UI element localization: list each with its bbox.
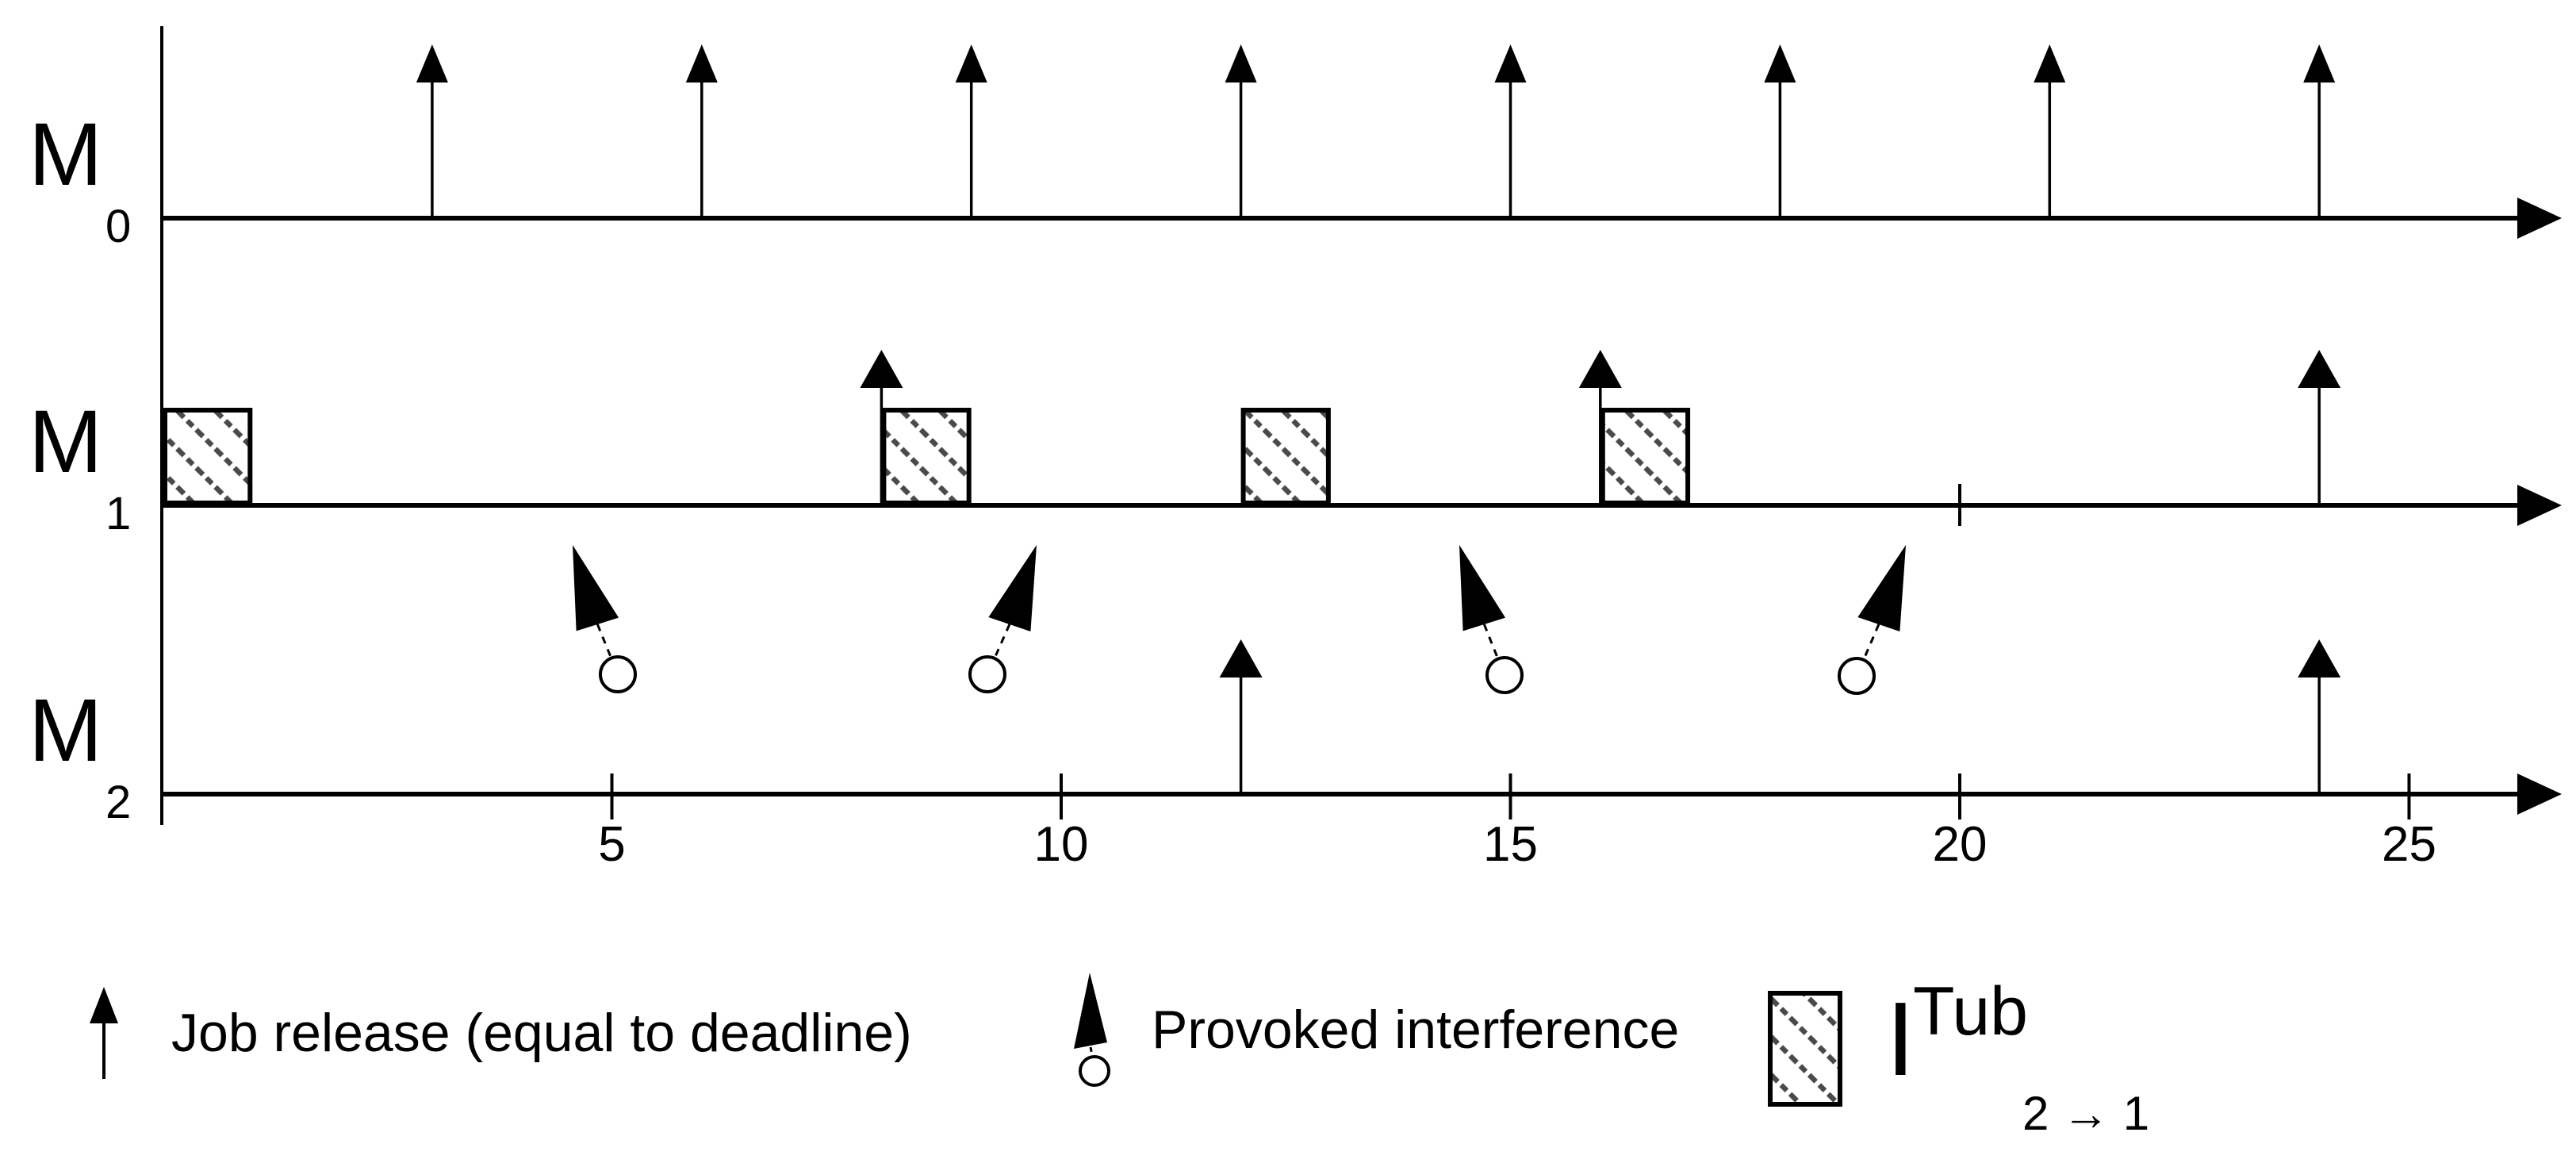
job-release-arrowhead <box>1578 350 1622 388</box>
provoked-interference-circle <box>968 655 1006 693</box>
legend-item-provoked-interference: Provoked interference <box>1055 969 1679 1090</box>
axis-arrowhead <box>2517 485 2562 526</box>
tub-symbol-superscript: Tub <box>1913 973 2028 1050</box>
row-label-M2: M <box>29 681 102 780</box>
axis-tick-label: 20 <box>1933 817 1988 872</box>
tub-symbol-base: I <box>1886 981 1915 1097</box>
legend-provoked-label: Provoked interference <box>1152 1000 1680 1060</box>
axis-tick-label: 5 <box>598 817 625 872</box>
job-release-arrow-icon <box>90 987 118 1079</box>
tub-symbol-subscript: 2 → 1 <box>2022 1087 2150 1140</box>
axis-tick-label: 15 <box>1483 817 1538 872</box>
legend-job-release-label: Job release (equal to deadline) <box>171 1003 912 1063</box>
provoked-interference-arrowhead <box>1459 545 1506 631</box>
job-release-arrowhead <box>2303 44 2336 83</box>
hatched-box-icon <box>1768 991 1842 1107</box>
interference-box <box>1240 408 1331 505</box>
job-release-arrowhead <box>1225 44 1257 83</box>
interference-box <box>1600 408 1691 505</box>
job-release-arrowhead <box>2298 350 2341 388</box>
job-release-arrowhead <box>2034 44 2066 83</box>
job-release-arrowhead <box>416 44 448 83</box>
row-label-sub-M2: 2 <box>105 777 131 828</box>
job-release-arrowhead <box>1219 639 1263 677</box>
axis-tick-label: 25 <box>2382 817 2436 872</box>
row-label-sub-M1: 1 <box>105 488 131 539</box>
provoked-interference-circle <box>1838 657 1876 695</box>
job-release-arrowhead <box>1494 44 1527 83</box>
job-release-arrowhead <box>1764 44 1796 83</box>
provoked-interference-arrowhead <box>988 545 1037 632</box>
provoked-interference-arrowhead <box>573 545 619 631</box>
provoked-interference-circle <box>1485 656 1524 694</box>
legend-item-job-release: Job release (equal to deadline) <box>79 982 912 1084</box>
row-label-M1: M <box>29 392 102 491</box>
interference-box <box>881 408 972 505</box>
row-label-M0: M <box>29 105 102 204</box>
interference-box <box>163 408 253 505</box>
axis-arrowhead <box>2517 198 2562 239</box>
row-label-sub-M0: 0 <box>105 201 131 252</box>
axis-arrowhead <box>2517 773 2562 815</box>
provoked-interference-arrowhead <box>1857 545 1906 632</box>
job-release-arrowhead <box>685 44 718 83</box>
axis-tick-label: 10 <box>1034 817 1089 872</box>
provoked-interference-icon <box>1074 973 1110 1087</box>
legend-item-tub-interference: I Tub 2 → 1 <box>1765 974 2273 1163</box>
job-release-arrowhead <box>2298 639 2341 677</box>
job-release-arrowhead <box>955 44 987 83</box>
job-release-arrowhead <box>860 350 903 388</box>
provoked-interference-circle <box>599 655 637 693</box>
